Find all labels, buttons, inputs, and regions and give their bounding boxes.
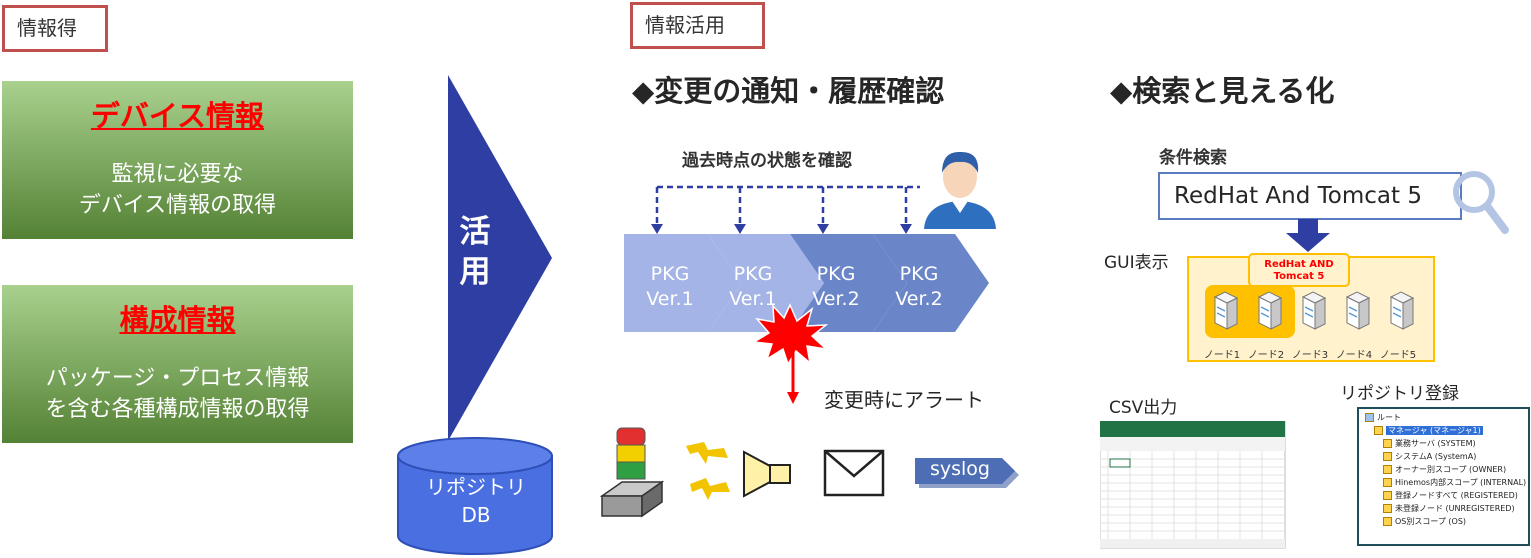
package-label-1: PKG Ver.1 — [646, 263, 694, 310]
scope-folder-icon — [1383, 478, 1392, 487]
tree-item-label: オーナー別スコープ (OWNER) — [1395, 465, 1507, 474]
section-label-info-utilize: 情報活用 — [630, 2, 765, 49]
tree-item[interactable]: OS別スコープ (OS) — [1359, 515, 1528, 528]
search-visualize-heading: ◆検索と見える化 — [1110, 74, 1335, 108]
section-label-info-acquire: 情報得 — [2, 5, 108, 52]
config-info-panel: 構成情報 パッケージ・プロセス情報 を含む各種構成情報の取得 — [2, 285, 353, 443]
config-info-desc: パッケージ・プロセス情報 を含む各種構成情報の取得 — [45, 366, 310, 422]
magnifier-icon — [1453, 171, 1509, 234]
history-dashed-arrows — [651, 185, 920, 234]
node-label-4: ノード4 — [1335, 350, 1373, 361]
utilize-arrow-label: 活 用 — [459, 214, 491, 290]
repository-db-label: リポジトリ DB — [426, 475, 526, 527]
package-label-2: PKG Ver.1 — [729, 263, 777, 310]
spreadsheet-thumbnail — [1100, 421, 1286, 549]
person-icon — [924, 151, 996, 229]
syslog-label: syslog — [929, 458, 990, 480]
syslog-arrow-shape — [915, 458, 1019, 488]
scope-folder-icon — [1383, 452, 1392, 461]
search-result-arrow — [1286, 219, 1330, 252]
tree-item[interactable]: マネージャ (マネージャ1) — [1359, 424, 1528, 437]
utilize-arrow-shape — [448, 75, 552, 441]
node-label-3: ノード3 — [1291, 350, 1329, 361]
mail-icon — [823, 449, 885, 497]
search-callout: RedHat AND Tomcat 5 — [1248, 253, 1350, 287]
server-icon — [1213, 291, 1239, 330]
package-chevron — [873, 234, 989, 332]
node-label-2: ノード2 — [1247, 350, 1285, 361]
search-label: 条件検索 — [1159, 148, 1227, 168]
tree-item-label: OS別スコープ (OS) — [1395, 517, 1467, 526]
package-chevron — [708, 234, 824, 332]
node-label-1: ノード1 — [1203, 350, 1241, 361]
scope-folder-icon — [1383, 517, 1392, 526]
change-burst-icon — [752, 303, 828, 365]
repository-db-cylinder — [397, 437, 553, 555]
tree-item-label: ルート — [1377, 413, 1401, 422]
device-info-panel: デバイス情報 監視に必要な デバイス情報の取得 — [2, 81, 353, 239]
repository-tree: ルートマネージャ (マネージャ1) 業務サーバ (SYSTEM) システムA (Sy… — [1359, 411, 1528, 528]
scope-folder-icon — [1383, 504, 1392, 513]
tree-item[interactable]: 登録ノードすべて (REGISTERED) — [1359, 489, 1528, 502]
scope-folder-icon — [1383, 439, 1392, 448]
config-info-title: 構成情報 — [119, 303, 236, 337]
package-chevron — [790, 234, 907, 332]
node-label-5: ノード5 — [1379, 350, 1417, 361]
tree-item[interactable]: Hinemos内部スコープ (INTERNAL) — [1359, 476, 1528, 489]
root-folder-icon — [1365, 413, 1374, 422]
tree-item-label: 登録ノードすべて (REGISTERED) — [1395, 491, 1518, 500]
tree-item[interactable]: システムA (SystemA) — [1359, 450, 1528, 463]
scope-folder-icon — [1383, 491, 1392, 500]
scope-folder-icon — [1374, 426, 1383, 435]
speaker-icon — [743, 450, 791, 498]
alert-caption: 変更時にアラート — [824, 388, 984, 412]
tree-item[interactable]: 未登録ノード (UNREGISTERED) — [1359, 502, 1528, 515]
repository-register-label: リポジトリ登録 — [1340, 384, 1459, 404]
alert-arrow-icon — [787, 352, 799, 404]
search-query-box: RedHat And Tomcat 5 — [1158, 172, 1462, 220]
tree-item-label: 未登録ノード (UNREGISTERED) — [1395, 504, 1515, 513]
tree-item-label: 業務サーバ (SYSTEM) — [1395, 439, 1476, 448]
package-label-3: PKG Ver.2 — [812, 263, 860, 310]
history-caption: 過去時点の状態を確認 — [682, 151, 852, 171]
package-label-4: PKG Ver.2 — [895, 263, 943, 310]
lightning-icon — [686, 442, 730, 500]
node-server-icons — [1213, 291, 1414, 330]
repository-tree-panel: ルートマネージャ (マネージャ1) 業務サーバ (SYSTEM) システムA (Sy… — [1357, 407, 1530, 546]
package-chevron — [624, 234, 742, 332]
device-info-desc: 監視に必要な デバイス情報の取得 — [78, 162, 277, 218]
package-version-chevrons — [624, 234, 989, 332]
change-notify-heading: ◆変更の通知・履歴確認 — [632, 74, 945, 108]
tree-item-label: Hinemos内部スコープ (INTERNAL) — [1395, 478, 1527, 487]
tree-item[interactable]: オーナー別スコープ (OWNER) — [1359, 463, 1528, 476]
tree-item-label: システムA (SystemA) — [1395, 452, 1477, 461]
tree-item[interactable]: ルート — [1359, 411, 1528, 424]
tree-item-label: マネージャ (マネージャ1) — [1386, 426, 1483, 435]
device-info-title: デバイス情報 — [90, 99, 265, 133]
signal-tower-icon — [600, 427, 664, 518]
gui-label: GUI表示 — [1104, 253, 1169, 273]
csv-label: CSV出力 — [1109, 398, 1178, 418]
scope-folder-icon — [1383, 465, 1392, 474]
tree-item[interactable]: 業務サーバ (SYSTEM) — [1359, 437, 1528, 450]
